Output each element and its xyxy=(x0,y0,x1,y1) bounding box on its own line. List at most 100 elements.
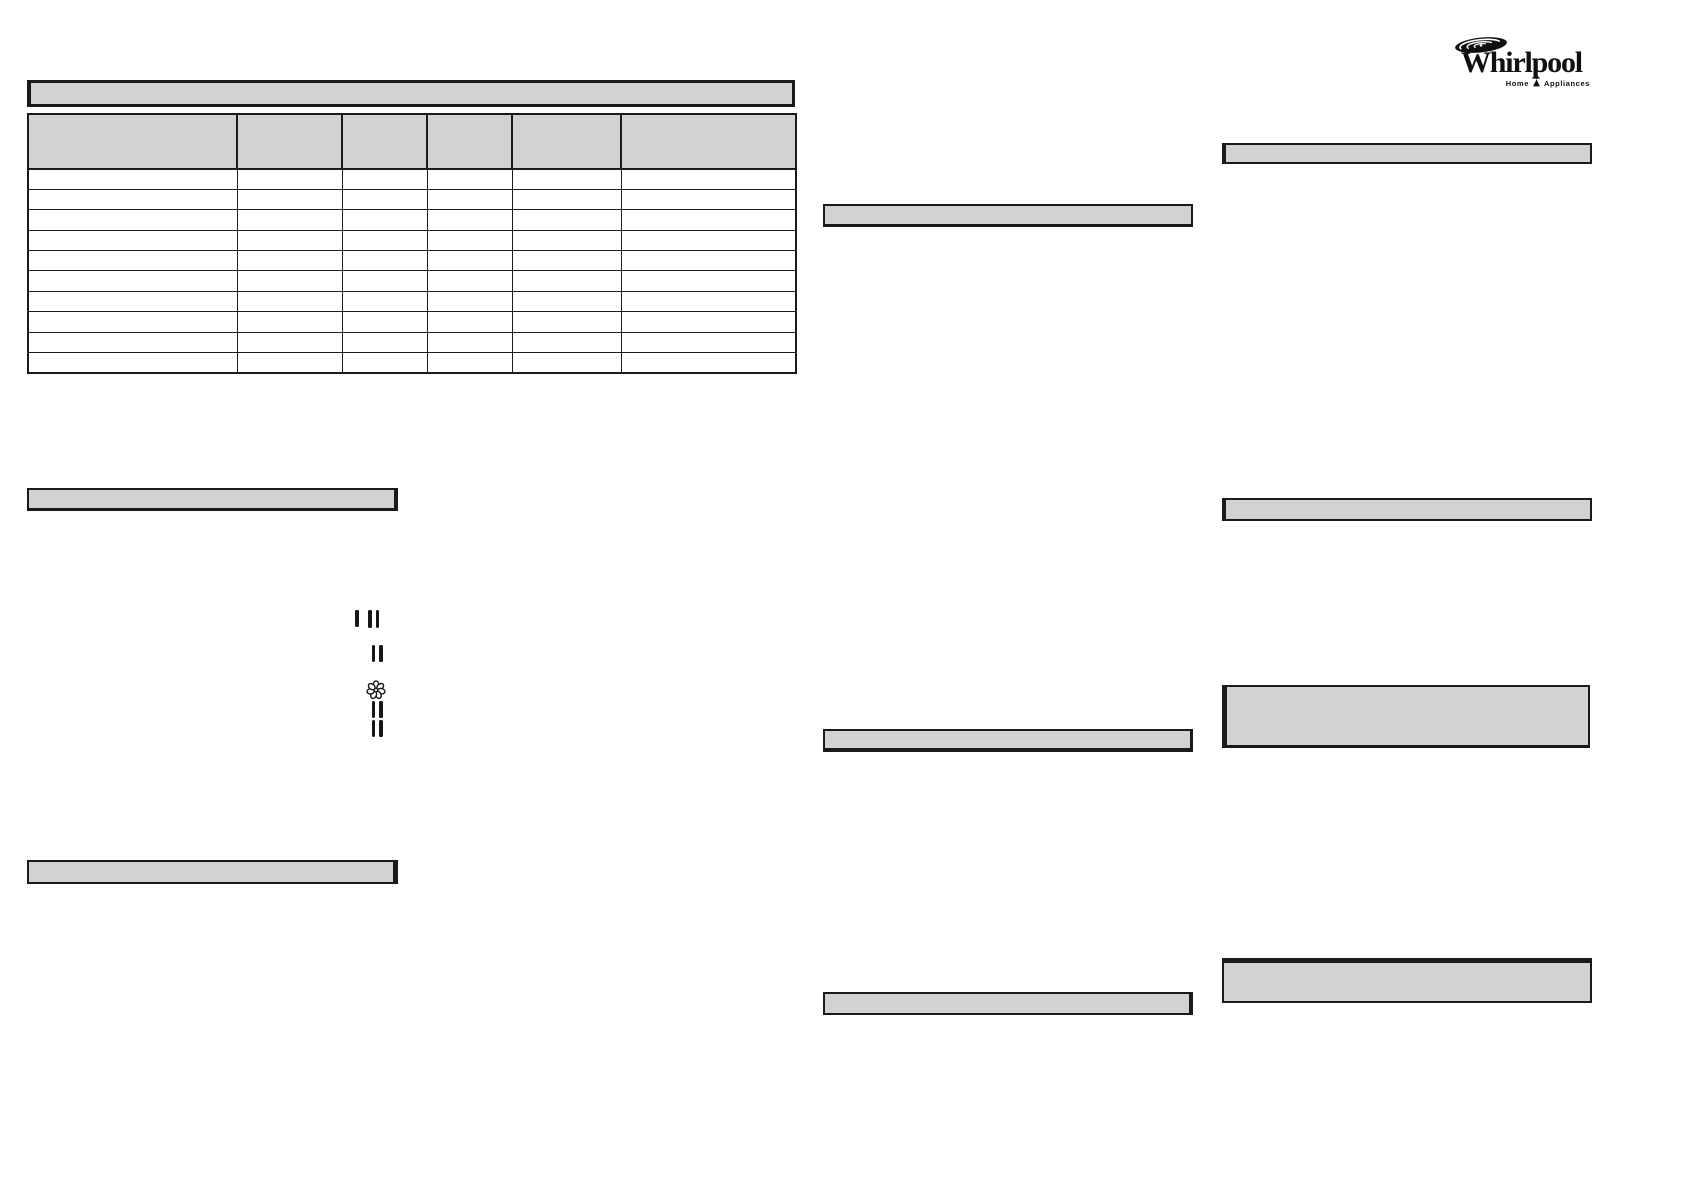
middle-section-heading-1 xyxy=(823,204,1193,227)
table-cell xyxy=(620,290,797,313)
table-header-cell xyxy=(620,113,797,170)
heat-element-II-icon xyxy=(371,645,384,662)
table-cell xyxy=(236,209,343,231)
logo-tagline: Home Appliances xyxy=(1506,75,1590,87)
table-header-cell xyxy=(426,113,513,170)
table-cell xyxy=(511,250,622,272)
table-row xyxy=(27,188,797,211)
table-cell xyxy=(236,168,343,190)
table-cell xyxy=(236,331,343,354)
table-cell xyxy=(511,290,622,313)
table-cell xyxy=(27,250,238,272)
table-cell xyxy=(620,270,797,292)
table-cell xyxy=(27,270,238,292)
table-cell xyxy=(27,209,238,231)
table-cell xyxy=(236,188,343,211)
bar-II-right xyxy=(375,610,380,628)
table-cell xyxy=(426,311,513,333)
table-body xyxy=(27,168,797,374)
table-header-cell xyxy=(27,113,238,170)
table-cell xyxy=(341,250,428,272)
table-cell xyxy=(236,290,343,313)
table-cell xyxy=(511,188,622,211)
home-appliances-figure-icon xyxy=(1533,75,1540,87)
heat-element-II-icon xyxy=(371,701,384,718)
table-header-row xyxy=(27,113,797,170)
right-section-heading-4 xyxy=(1222,958,1592,1003)
program-table xyxy=(27,113,797,374)
table-cell xyxy=(341,270,428,292)
table-cell xyxy=(27,290,238,313)
whirlpool-swirl-icon xyxy=(1455,37,1507,53)
table-cell xyxy=(511,331,622,354)
table-cell xyxy=(511,168,622,190)
table-row xyxy=(27,352,797,374)
bar-II-right xyxy=(379,645,384,662)
table-cell xyxy=(620,229,797,252)
table-cell xyxy=(426,270,513,292)
table-cell xyxy=(511,352,622,374)
middle-section-heading-3 xyxy=(823,992,1193,1015)
table-cell xyxy=(341,290,428,313)
table-cell xyxy=(511,311,622,333)
brand-wordmark: Whirlpool xyxy=(1461,46,1583,79)
table-cell xyxy=(620,331,797,354)
table-cell xyxy=(426,188,513,211)
table-cell xyxy=(341,331,428,354)
fan-flower-icon xyxy=(366,680,386,700)
table-cell xyxy=(511,229,622,252)
table-cell xyxy=(236,250,343,272)
table-header-cell xyxy=(511,113,622,170)
table-cell xyxy=(426,209,513,231)
table-cell xyxy=(27,229,238,252)
table-cell xyxy=(236,311,343,333)
table-row xyxy=(27,311,797,333)
table-cell xyxy=(341,352,428,374)
table-cell xyxy=(426,168,513,190)
table-cell xyxy=(620,352,797,374)
table-cell xyxy=(236,270,343,292)
table-cell xyxy=(27,352,238,374)
table-cell xyxy=(620,209,797,231)
table-header-cell xyxy=(341,113,428,170)
table-cell xyxy=(426,250,513,272)
table-cell xyxy=(341,168,428,190)
table-cell xyxy=(426,229,513,252)
table-row xyxy=(27,229,797,252)
bar-II-left xyxy=(371,720,376,737)
left-section-heading-1 xyxy=(27,488,398,511)
left-section-heading-2 xyxy=(27,860,398,884)
table-cell xyxy=(620,188,797,211)
right-section-heading-1 xyxy=(1222,143,1592,164)
table-cell xyxy=(426,352,513,374)
middle-section-heading-2 xyxy=(823,729,1193,752)
table-row xyxy=(27,270,797,292)
table-row xyxy=(27,331,797,354)
table-cell xyxy=(426,331,513,354)
bar-II-left xyxy=(367,610,372,628)
tagline-home: Home xyxy=(1505,78,1529,88)
table-row xyxy=(27,250,797,272)
table-cell xyxy=(341,311,428,333)
bar-II-left xyxy=(371,701,376,718)
bar-II-left xyxy=(371,645,376,662)
table-cell xyxy=(620,168,797,190)
table-row xyxy=(27,168,797,190)
table-cell xyxy=(236,352,343,374)
whirlpool-logo: Whirlpool Home Appliances xyxy=(1452,34,1594,87)
table-cell xyxy=(511,209,622,231)
bar-II-right xyxy=(379,701,384,718)
table-row xyxy=(27,290,797,313)
table-cell xyxy=(27,188,238,211)
bar-II-right xyxy=(379,720,384,737)
tagline-appliances: Appliances xyxy=(1543,78,1590,88)
right-section-heading-3 xyxy=(1222,685,1590,748)
table-cell xyxy=(236,229,343,252)
table-cell xyxy=(27,331,238,354)
table-title-bar xyxy=(27,80,795,107)
heat-element-II-icon xyxy=(371,720,384,737)
table-cell xyxy=(620,250,797,272)
table-cell xyxy=(27,311,238,333)
table-cell xyxy=(341,209,428,231)
